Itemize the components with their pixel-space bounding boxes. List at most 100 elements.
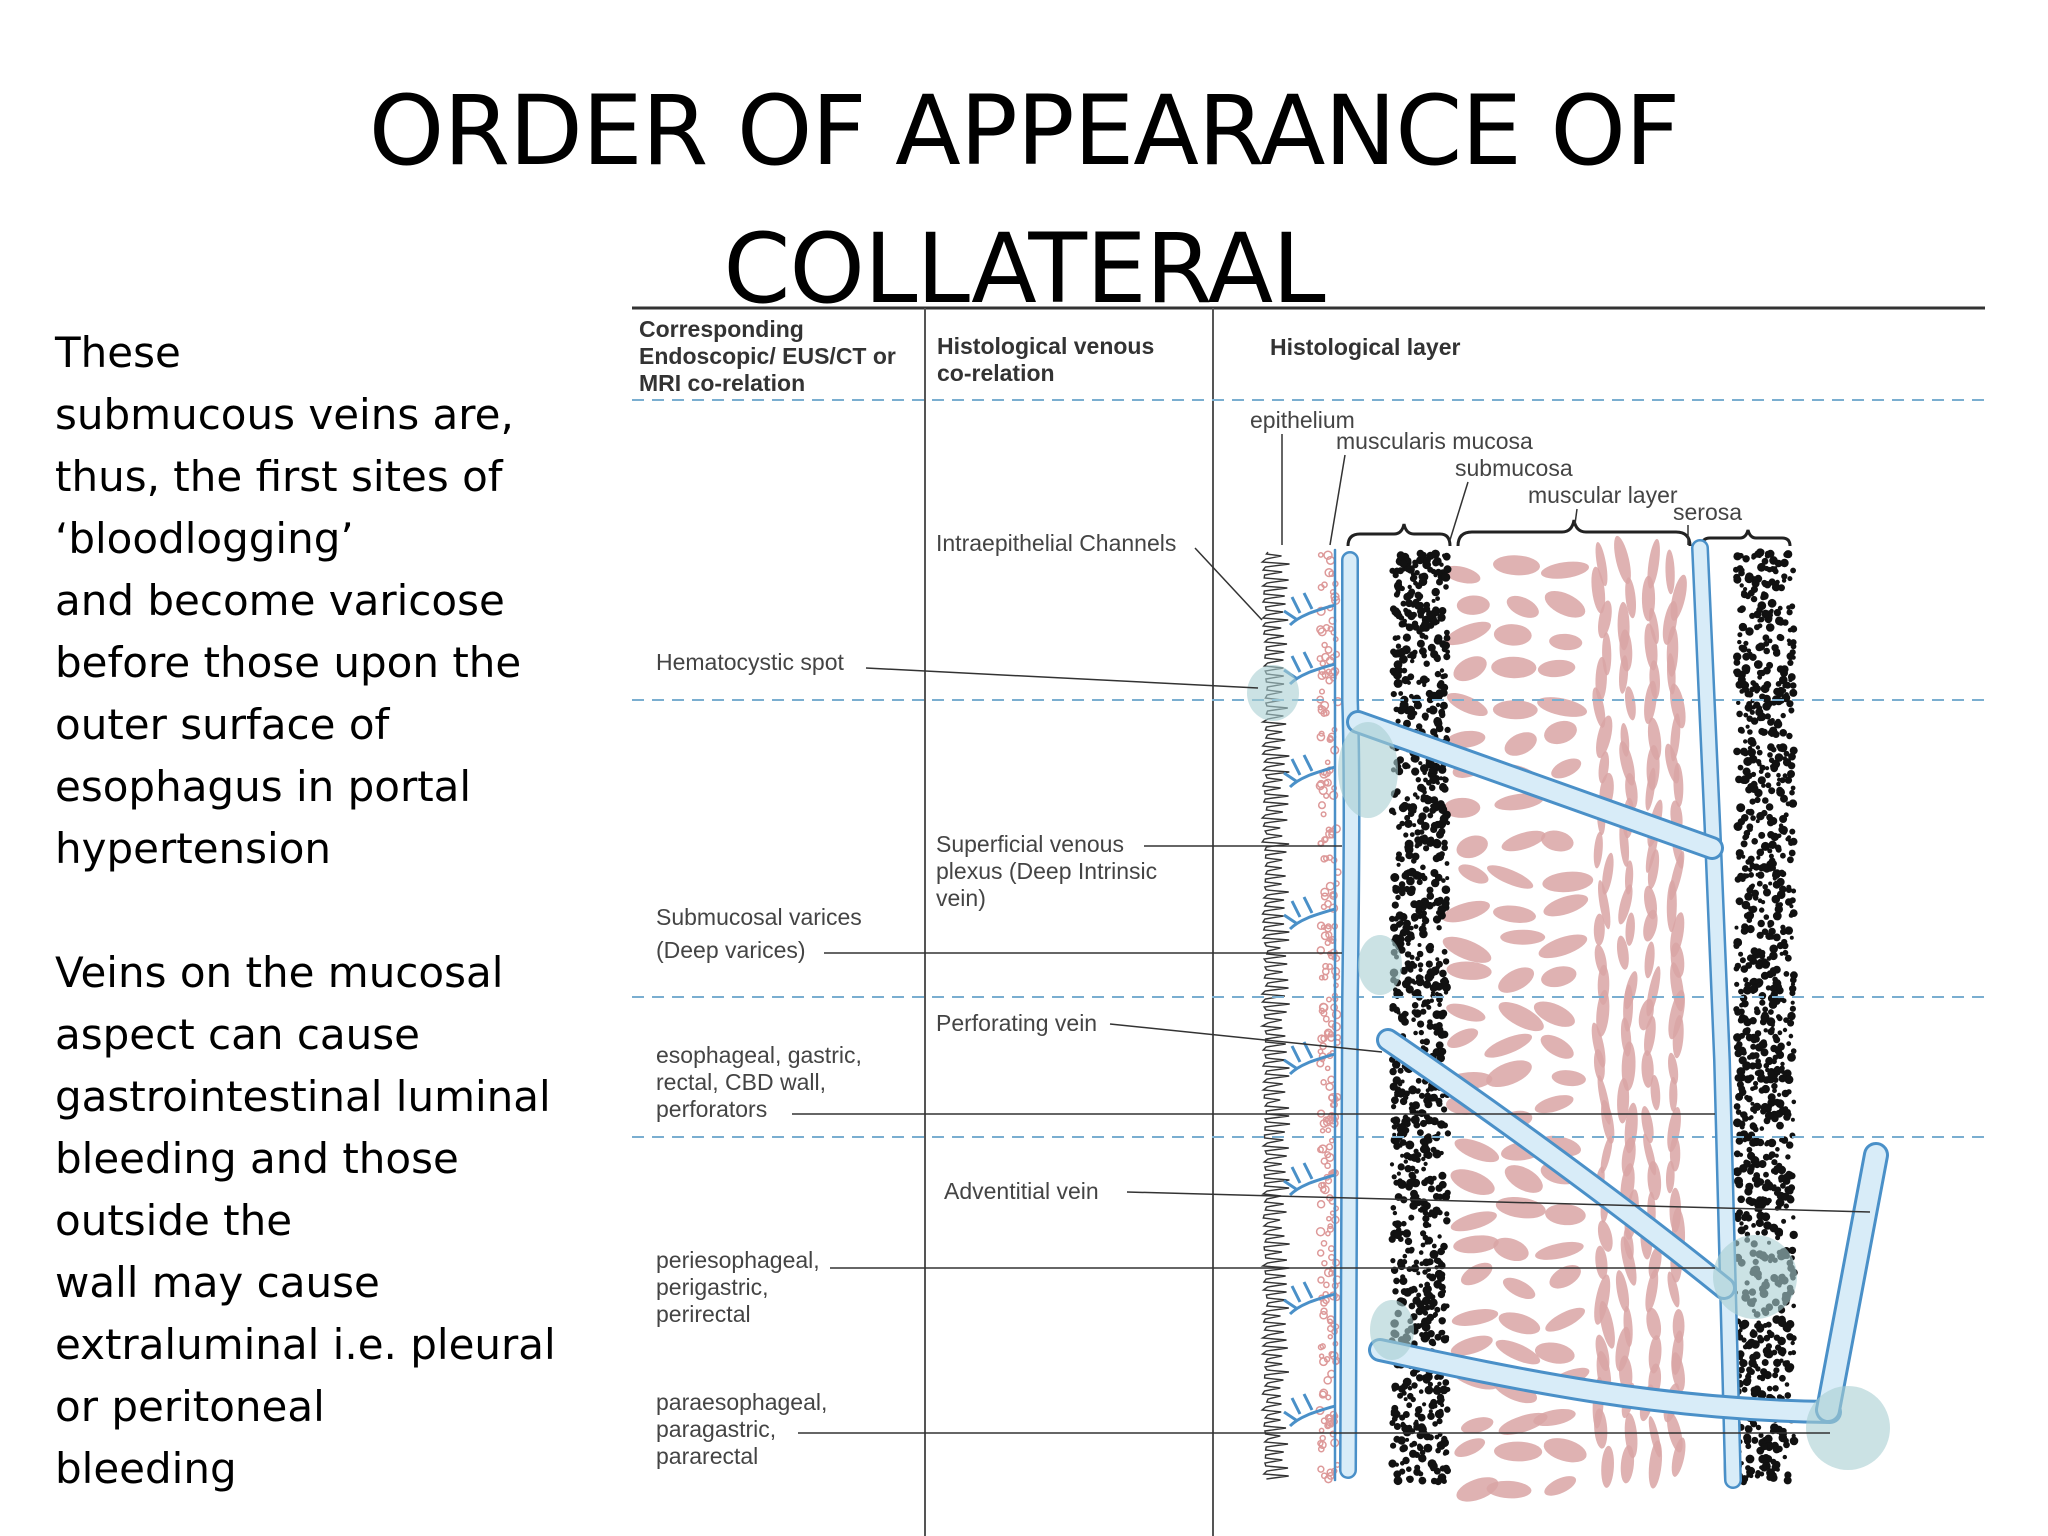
- tissue-dot: [1425, 1100, 1431, 1106]
- tissue-dot: [1786, 700, 1794, 708]
- muscle-fiber: [1500, 929, 1546, 945]
- tissue-dot: [1774, 1186, 1782, 1194]
- tissue-dot: [1740, 1111, 1748, 1119]
- muscle-fiber: [1543, 894, 1589, 917]
- tissue-dot: [1780, 928, 1787, 936]
- tissue-dot: [1416, 1374, 1424, 1382]
- tissue-dot: [1396, 1171, 1401, 1176]
- tissue-dot: [1404, 976, 1413, 985]
- tissue-dot: [1745, 627, 1754, 636]
- tissue-dot: [1439, 1150, 1444, 1156]
- tissue-dot: [1426, 837, 1434, 845]
- tissue-dot: [1770, 699, 1777, 706]
- tissue-dot: [1784, 776, 1793, 784]
- tissue-dot: [1749, 1062, 1757, 1070]
- tissue-dot: [1430, 1094, 1435, 1099]
- tissue-dot: [1747, 1168, 1754, 1175]
- mm-cell: [1321, 641, 1328, 649]
- mm-cell: [1325, 996, 1333, 1003]
- tissue-dot: [1413, 1423, 1421, 1431]
- tissue-dot: [1753, 1102, 1762, 1111]
- tissue-dot: [1789, 649, 1796, 656]
- tissue-dot: [1432, 1311, 1438, 1318]
- tissue-dot: [1780, 852, 1786, 859]
- mm-cell: [1328, 1253, 1336, 1261]
- tissue-dot: [1418, 1389, 1424, 1394]
- tissue-dot: [1760, 1443, 1768, 1451]
- tissue-dot: [1772, 933, 1781, 942]
- tissue-dot: [1441, 646, 1448, 653]
- tissue-dot: [1436, 1193, 1444, 1201]
- mm-cell: [1328, 1137, 1335, 1144]
- tissue-dot: [1743, 985, 1752, 995]
- tissue-dot: [1790, 567, 1796, 574]
- tissue-dot: [1443, 735, 1450, 741]
- tissue-dot: [1746, 1146, 1753, 1153]
- leader-line: [1574, 508, 1578, 525]
- tissue-dot: [1399, 1139, 1407, 1146]
- tissue-dot: [1400, 1274, 1406, 1280]
- tissue-dot: [1734, 981, 1740, 987]
- submucosal-varix: [1338, 722, 1398, 818]
- tissue-dot: [1780, 1136, 1789, 1144]
- tissue-dot: [1756, 642, 1766, 651]
- mm-cell: [1332, 650, 1341, 659]
- tissue-dot: [1789, 837, 1798, 846]
- tissue-dot: [1751, 1436, 1759, 1444]
- tissue-dot: [1401, 667, 1408, 674]
- mm-cell: [1317, 1034, 1327, 1044]
- tissue-dot: [1432, 838, 1441, 848]
- mm-cell: [1321, 973, 1329, 981]
- tissue-dot: [1755, 872, 1760, 877]
- tissue-dot: [1742, 767, 1751, 776]
- muscle-fiber: [1545, 1204, 1586, 1226]
- muscle-fiber: [1460, 1417, 1494, 1434]
- varix-spots: [1247, 665, 1890, 1470]
- tissue-dot: [1419, 675, 1429, 685]
- tissue-dot: [1406, 1475, 1414, 1484]
- p2-line: or peritoneal: [55, 1382, 325, 1431]
- tissue-dot: [1744, 703, 1753, 712]
- tissue-dot: [1785, 1154, 1791, 1160]
- tissue-dot: [1786, 638, 1791, 643]
- tissue-dot: [1744, 690, 1752, 698]
- muscle-fiber: [1443, 797, 1481, 818]
- submucosal-vein: [1341, 553, 1358, 1477]
- tissue-dot: [1783, 1173, 1789, 1179]
- tissue-dot: [1397, 935, 1405, 943]
- mm-cell: [1323, 550, 1333, 560]
- tissue-dot: [1420, 1230, 1427, 1237]
- mm-cell: [1320, 811, 1327, 818]
- tissue-dot: [1390, 923, 1399, 932]
- tissue-dot: [1421, 834, 1428, 842]
- p1-line: submucous veins are,: [55, 390, 514, 439]
- mm-cell: [1319, 1343, 1326, 1350]
- tissue-dot: [1746, 925, 1755, 934]
- tissue-dot: [1439, 701, 1448, 710]
- tissue-dot: [1761, 809, 1768, 817]
- tissue-dot: [1735, 1137, 1744, 1145]
- tissue-dot: [1428, 1273, 1437, 1282]
- tissue-dot: [1432, 559, 1440, 567]
- title-line-1: ORDER OF APPEARANCE OF: [368, 75, 1680, 187]
- tissue-dot: [1790, 625, 1798, 633]
- tissue-dot: [1401, 1220, 1407, 1227]
- tissue-dot: [1402, 1119, 1408, 1125]
- tissue-dot: [1761, 783, 1766, 788]
- muscle-fiber: [1443, 565, 1481, 584]
- tissue-dot: [1739, 689, 1745, 694]
- tissue-dot: [1789, 1230, 1798, 1240]
- tissue-dot: [1759, 1162, 1766, 1168]
- tissue-dot: [1738, 622, 1748, 632]
- tissue-dot: [1736, 803, 1746, 813]
- tissue-dot: [1442, 958, 1450, 965]
- tissue-dot: [1774, 905, 1784, 914]
- tissue-dot: [1400, 801, 1410, 811]
- tissue-dot: [1413, 1288, 1418, 1293]
- mm-cell: [1318, 974, 1325, 981]
- mm-cell: [1317, 1445, 1325, 1453]
- tissue-dot: [1440, 1403, 1445, 1408]
- tissue-dot: [1393, 1142, 1401, 1150]
- tissue-dot: [1733, 1103, 1741, 1110]
- tissue-dot: [1763, 647, 1770, 655]
